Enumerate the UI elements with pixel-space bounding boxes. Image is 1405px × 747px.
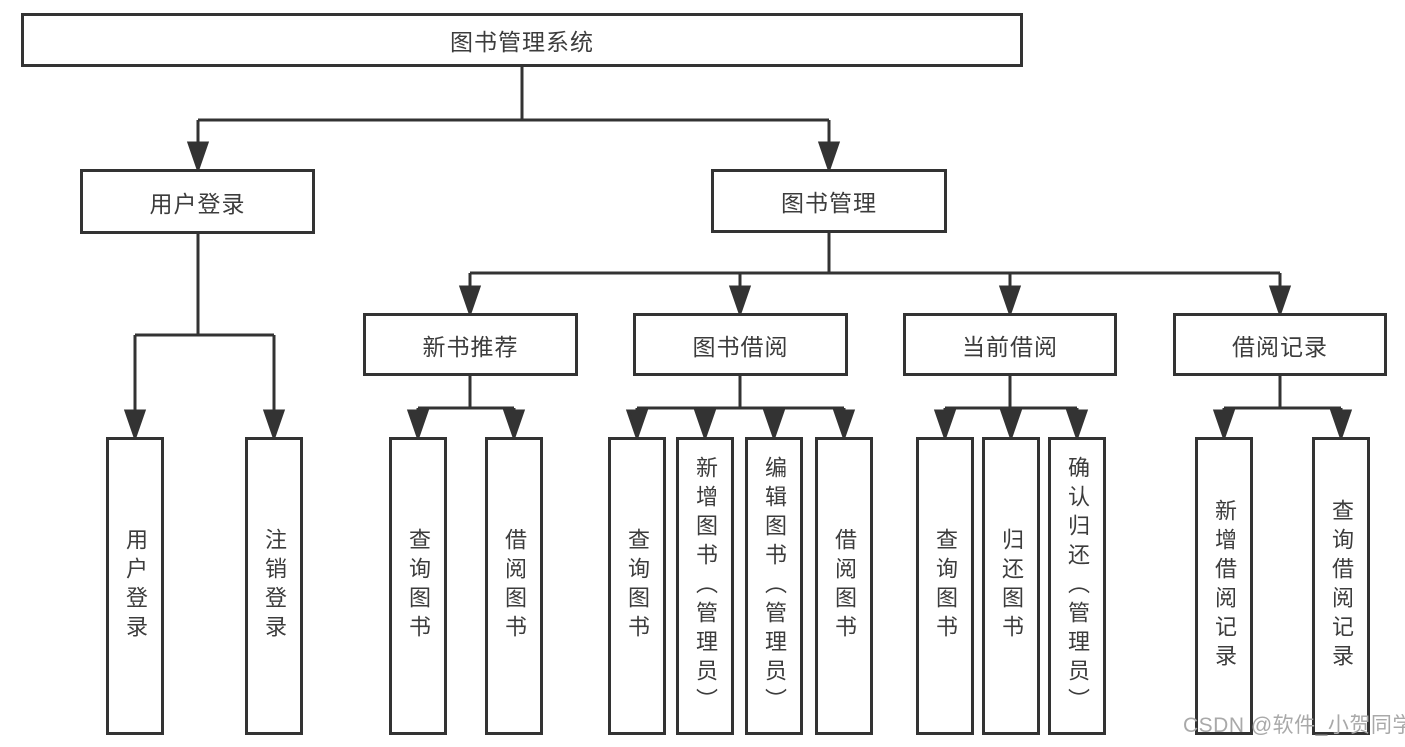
arrow-head bbox=[693, 409, 717, 442]
connector-user-login-children bbox=[123, 234, 286, 442]
node-label: 用户登录 bbox=[149, 190, 246, 217]
node-label: 借阅记录 bbox=[1232, 333, 1328, 360]
leaf-query-borrow-record: 查询借阅记录 bbox=[1312, 437, 1370, 735]
leaf-query-books-current: 查询图书 bbox=[916, 437, 974, 735]
node-label: 查询图书 bbox=[933, 528, 958, 644]
node-label: 新书推荐 bbox=[422, 333, 519, 360]
connector-book-borrow-children bbox=[625, 376, 856, 442]
connector-line bbox=[635, 376, 846, 424]
arrow-head bbox=[502, 409, 526, 442]
node-new-book-recommend: 新书推荐 bbox=[363, 313, 578, 376]
arrow-head bbox=[1329, 409, 1353, 442]
arrow-head bbox=[1212, 409, 1236, 442]
csdn-watermark: CSDN @软件_小贺同学 bbox=[1183, 714, 1405, 737]
node-label: 注销登录 bbox=[262, 528, 287, 644]
arrow-head bbox=[123, 409, 147, 442]
connector-borrow-records-children bbox=[1212, 376, 1353, 442]
node-label: 查询图书 bbox=[625, 528, 650, 644]
arrow-head bbox=[186, 141, 210, 174]
leaf-logout: 注销登录 bbox=[245, 437, 303, 735]
connector-root-to-level2 bbox=[186, 67, 841, 174]
connector-line bbox=[468, 233, 1282, 300]
leaf-add-books-admin: 新增图书（管理员） bbox=[676, 437, 734, 735]
node-borrow-records: 借阅记录 bbox=[1173, 313, 1387, 376]
connector-line bbox=[1222, 376, 1343, 424]
arrow-head bbox=[262, 409, 286, 442]
node-label: 新增借阅记录 bbox=[1212, 499, 1237, 673]
arrow-head bbox=[817, 141, 841, 174]
arrow-head bbox=[933, 409, 957, 442]
leaf-edit-books-admin: 编辑图书（管理员） bbox=[745, 437, 803, 735]
leaf-add-borrow-record: 新增借阅记录 bbox=[1195, 437, 1253, 735]
leaf-borrow-books-recommend: 借阅图书 bbox=[485, 437, 543, 735]
node-label: 确认归还（管理员） bbox=[1065, 455, 1090, 717]
node-label: 用户登录 bbox=[123, 528, 148, 644]
connector-line bbox=[196, 67, 831, 156]
arrow-head bbox=[406, 409, 430, 442]
node-label: 图书借阅 bbox=[692, 333, 789, 360]
leaf-return-books: 归还图书 bbox=[982, 437, 1040, 735]
leaf-confirm-return-admin: 确认归还（管理员） bbox=[1048, 437, 1106, 735]
node-user-login: 用户登录 bbox=[80, 169, 315, 234]
arrow-head bbox=[832, 409, 856, 442]
arrow-head bbox=[625, 409, 649, 442]
arrow-head bbox=[998, 285, 1022, 318]
node-label: 当前借阅 bbox=[962, 333, 1058, 360]
arrow-head bbox=[458, 285, 482, 318]
node-label: 图书管理系统 bbox=[450, 29, 594, 55]
node-book-management: 图书管理 bbox=[711, 169, 947, 233]
node-label: 查询图书 bbox=[406, 528, 431, 644]
arrow-head bbox=[999, 409, 1023, 442]
leaf-user-login: 用户登录 bbox=[106, 437, 164, 735]
arrow-head bbox=[728, 285, 752, 318]
arrow-head bbox=[1065, 409, 1089, 442]
node-label: 借阅图书 bbox=[502, 528, 527, 644]
connector-new-book-children bbox=[406, 376, 526, 442]
leaf-query-books-borrow: 查询图书 bbox=[608, 437, 666, 735]
arrow-head bbox=[1268, 285, 1292, 318]
node-label: 借阅图书 bbox=[832, 528, 857, 644]
connector-line bbox=[133, 234, 276, 424]
node-label: 新增图书（管理员） bbox=[693, 455, 718, 717]
node-label: 归还图书 bbox=[999, 528, 1024, 644]
node-label: 编辑图书（管理员） bbox=[762, 455, 787, 717]
connector-book-management-children bbox=[458, 233, 1292, 318]
leaf-borrow-books: 借阅图书 bbox=[815, 437, 873, 735]
node-book-borrow: 图书借阅 bbox=[633, 313, 848, 376]
arrow-head bbox=[762, 409, 786, 442]
connector-current-borrow-children bbox=[933, 376, 1089, 442]
node-root-library-system: 图书管理系统 bbox=[21, 13, 1023, 67]
connector-line bbox=[416, 376, 516, 424]
node-current-borrow: 当前借阅 bbox=[903, 313, 1117, 376]
node-label: 图书管理 bbox=[781, 190, 877, 216]
leaf-query-books-recommend: 查询图书 bbox=[389, 437, 447, 735]
node-label: 查询借阅记录 bbox=[1329, 499, 1354, 673]
